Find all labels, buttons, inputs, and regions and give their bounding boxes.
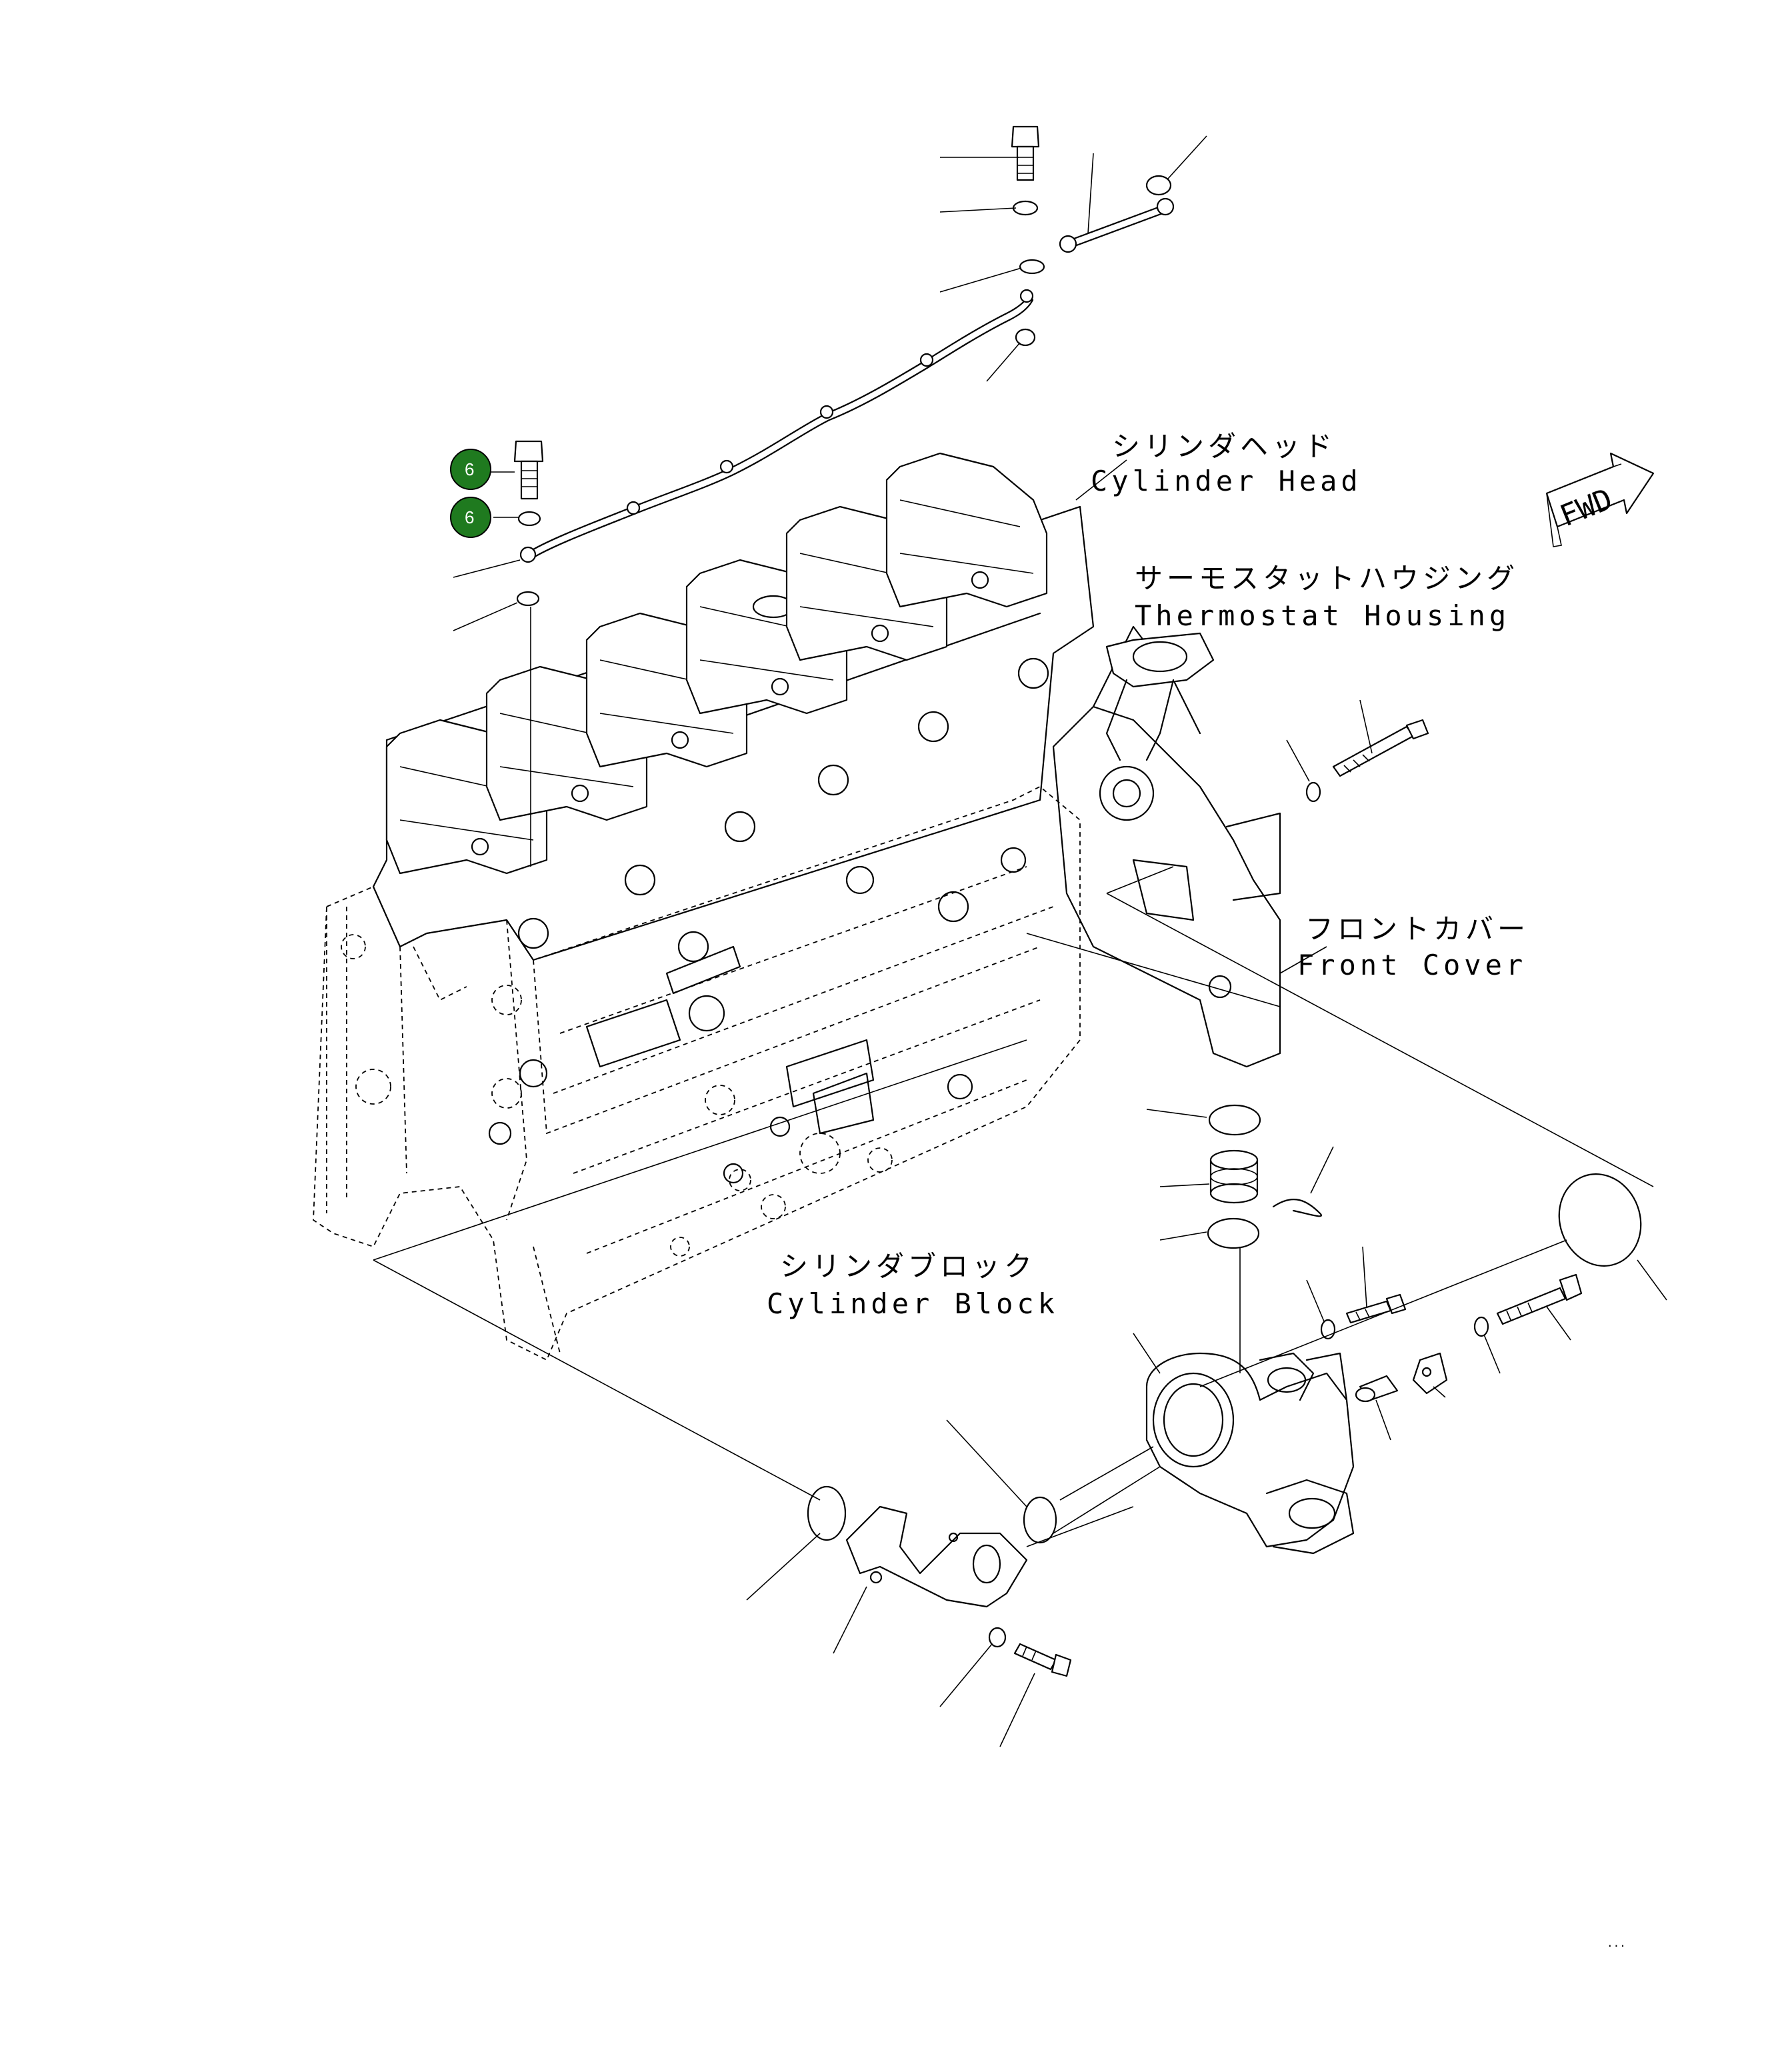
callout-circle	[450, 449, 491, 490]
callout-number: 6	[465, 459, 474, 479]
washer-top-2	[1145, 175, 1172, 196]
bolt-mid-1	[1345, 1293, 1407, 1324]
bracket	[1412, 1352, 1448, 1395]
elbow-pipe	[845, 1505, 1028, 1608]
bolt-left	[513, 440, 544, 500]
thermostat	[1209, 1149, 1259, 1204]
short-tube	[1059, 197, 1175, 253]
callout-circle	[450, 497, 491, 538]
o-ring-elbow	[807, 1485, 847, 1541]
callout-bolt[interactable]: 6	[450, 449, 491, 490]
bolt-mid-2	[1496, 1273, 1583, 1325]
washer-mid-2	[1473, 1316, 1489, 1337]
washer-bottom	[988, 1627, 1007, 1648]
front-cover-label-jp: フロントカバー	[1305, 913, 1529, 945]
cylinder-head-label-en: Cylinder Head	[1091, 465, 1362, 497]
long-bolt-right	[1332, 719, 1429, 777]
callout-number: 6	[465, 507, 474, 527]
cylinder-block-label-en: Cylinder Block	[767, 1287, 1059, 1320]
o-ring-housing	[1023, 1496, 1057, 1544]
o-ring-bottom	[1207, 1217, 1260, 1249]
leader-lines	[373, 135, 1667, 1747]
washer-top-3	[1019, 259, 1045, 275]
bolt-top	[1011, 125, 1040, 181]
washer-top-4	[1015, 328, 1036, 347]
rocker-cover-6	[885, 452, 1048, 608]
clip	[1272, 1199, 1323, 1217]
thermostat-housing-label-en: Thermostat Housing	[1135, 599, 1510, 632]
cylinder-head	[372, 452, 1095, 961]
washer-left-2	[516, 591, 540, 607]
o-ring-top	[1208, 1104, 1261, 1136]
cylinder-block	[313, 785, 1081, 1361]
tube-assembly	[519, 289, 1034, 563]
bolt-bottom	[1013, 1643, 1072, 1677]
drawing-code: ...	[1607, 1937, 1626, 1949]
spacer-pipe	[1355, 1375, 1399, 1403]
washer-top-1	[1012, 200, 1039, 216]
front-cover-label-en: Front Cover	[1297, 949, 1527, 981]
thermostat-housing-label-jp: サーモスタットハウジング	[1135, 562, 1519, 595]
gasket-large	[1558, 1173, 1642, 1267]
cylinder-head-label-jp: シリンダヘッド	[1112, 430, 1336, 463]
thermostat-housing-lower	[1145, 1352, 1355, 1555]
front-cover	[1052, 625, 1281, 1068]
callout-washer[interactable]: 6	[450, 497, 491, 538]
fwd-arrow-icon: FWD	[1545, 452, 1655, 547]
thermostat-housing-upper	[1105, 632, 1215, 761]
washer-left-1	[517, 511, 541, 527]
washer-right	[1305, 781, 1321, 803]
cylinder-block-label-jp: シリンダブロック	[780, 1250, 1036, 1283]
